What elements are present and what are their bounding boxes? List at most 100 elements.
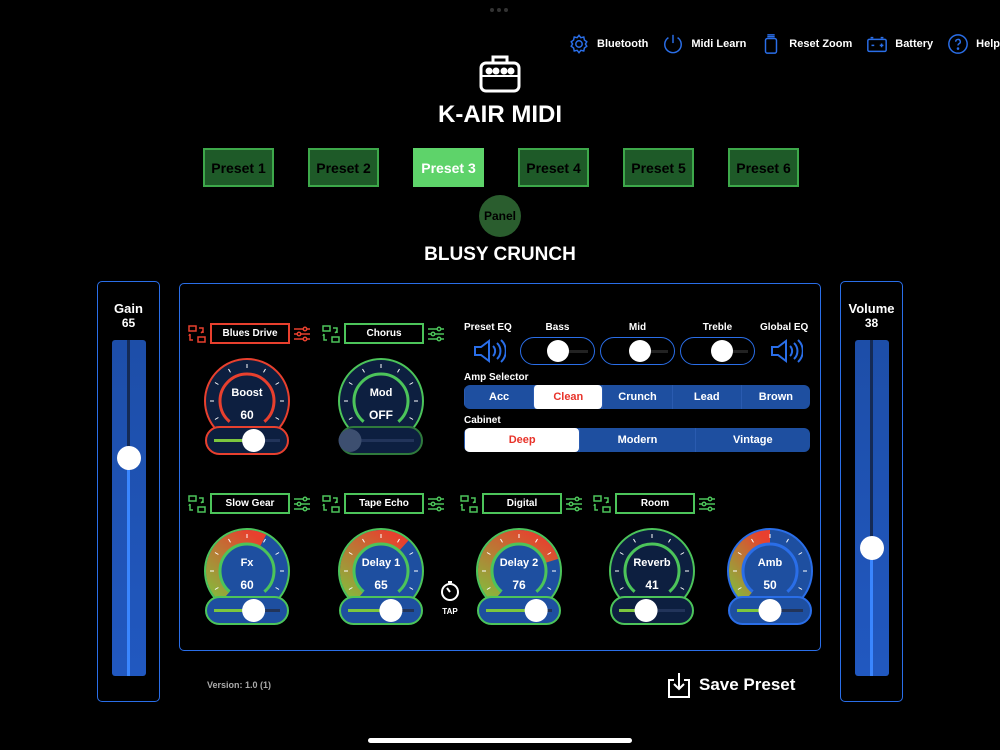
- reset-zoom-button[interactable]: Reset Zoom: [760, 33, 852, 55]
- knob-arc: [490, 542, 548, 593]
- effect-toggle-room[interactable]: Room: [615, 493, 695, 514]
- effect-toggle-chorus[interactable]: Chorus: [344, 323, 424, 344]
- midi-learn-button[interactable]: Midi Learn: [662, 33, 746, 55]
- knob-value: 50: [763, 578, 777, 592]
- swap-order-icon[interactable]: [592, 494, 612, 514]
- swap-order-icon[interactable]: [321, 494, 341, 514]
- knob-label: Amb: [758, 557, 783, 569]
- knob-arc: [218, 542, 276, 593]
- preset-button-1[interactable]: Preset 1: [203, 148, 274, 187]
- knob-tick: [668, 538, 671, 543]
- tap-tempo-button[interactable]: TAP: [440, 580, 460, 616]
- slider-thumb[interactable]: [117, 445, 141, 470]
- preset-button-4[interactable]: Preset 4: [518, 148, 589, 187]
- effect-toggle-blues-drive[interactable]: Blues Drive: [210, 323, 290, 344]
- settings-sliders-icon[interactable]: [565, 495, 583, 512]
- swap-order-icon[interactable]: [459, 494, 479, 514]
- help-button[interactable]: Help: [947, 33, 1000, 55]
- settings-sliders-icon[interactable]: [698, 495, 716, 512]
- knob-tick: [409, 382, 414, 385]
- effect-header-blues-drive: Blues Drive: [187, 323, 311, 344]
- settings-sliders-icon[interactable]: [293, 325, 311, 342]
- toolbar: Bluetooth Midi Learn Reset Zoom Battery …: [568, 33, 1000, 55]
- preset-button-5[interactable]: Preset 5: [623, 148, 694, 187]
- knob-tick: [214, 382, 219, 385]
- amp-selector-option-acc[interactable]: Acc: [464, 385, 533, 409]
- swap-order-icon[interactable]: [187, 324, 207, 344]
- knob-arc: [741, 542, 799, 593]
- knob-tick: [486, 587, 491, 590]
- panel-button[interactable]: Panel: [479, 195, 521, 237]
- eq-bass-slider[interactable]: [520, 337, 595, 365]
- battery-button[interactable]: Battery: [866, 33, 933, 55]
- slider-thumb[interactable]: [547, 340, 569, 362]
- preset-button-6[interactable]: Preset 6: [728, 148, 799, 187]
- settings-sliders-icon[interactable]: [427, 495, 445, 512]
- preset-name: BLUSY CRUNCH: [424, 244, 576, 265]
- knob-amb[interactable]: Amb 50: [725, 525, 815, 625]
- cabinet-option-vintage[interactable]: Vintage: [694, 428, 810, 452]
- effect-toggle-digital[interactable]: Digital: [482, 493, 562, 514]
- cabinet-option-deep[interactable]: Deep: [464, 428, 580, 452]
- effect-header-room: Room: [592, 493, 716, 514]
- slider-thumb[interactable]: [758, 599, 782, 622]
- slider-thumb[interactable]: [242, 429, 266, 452]
- volume-label: Volume: [848, 301, 895, 316]
- eq-mid-slider[interactable]: [600, 337, 675, 365]
- knob-value: 41: [645, 578, 659, 592]
- multitask-indicator[interactable]: [490, 8, 510, 14]
- preset-eq-speaker-icon[interactable]: [472, 337, 506, 365]
- preset-button-2[interactable]: Preset 2: [308, 148, 379, 187]
- knob-tick: [409, 587, 414, 590]
- global-eq-speaker-icon[interactable]: [769, 337, 803, 365]
- slider-track: [870, 340, 873, 549]
- bluetooth-button[interactable]: Bluetooth: [568, 33, 648, 55]
- amp-selector-option-crunch[interactable]: Crunch: [602, 385, 671, 409]
- settings-sliders-icon[interactable]: [427, 325, 445, 342]
- save-preset-button[interactable]: Save Preset: [667, 671, 795, 699]
- slider-thumb[interactable]: [524, 599, 548, 622]
- knob-tick: [680, 587, 685, 590]
- slider-thumb[interactable]: [338, 429, 362, 452]
- gain-slider[interactable]: [112, 340, 146, 676]
- amp-selector-option-clean[interactable]: Clean: [533, 385, 603, 409]
- slider-thumb[interactable]: [860, 536, 884, 561]
- knob-tick: [228, 538, 231, 543]
- eq-treble-slider[interactable]: [680, 337, 755, 365]
- slider-thumb[interactable]: [629, 340, 651, 362]
- settings-sliders-icon[interactable]: [293, 495, 311, 512]
- effect-header-slow-gear: Slow Gear: [187, 493, 311, 514]
- effect-toggle-tape-echo[interactable]: Tape Echo: [344, 493, 424, 514]
- amp-logo-icon: [479, 55, 521, 93]
- preset-button-3[interactable]: Preset 3: [413, 148, 484, 187]
- swap-order-icon[interactable]: [321, 324, 341, 344]
- amp-selector-option-lead[interactable]: Lead: [671, 385, 741, 409]
- slider-thumb[interactable]: [711, 340, 733, 362]
- volume-slider[interactable]: [855, 340, 889, 676]
- slider-thumb[interactable]: [379, 599, 403, 622]
- jar-icon: [765, 34, 778, 54]
- cabinet-option-modern[interactable]: Modern: [579, 428, 694, 452]
- knob-tick: [362, 538, 365, 543]
- knob-arc: [218, 372, 276, 423]
- knob-tick: [275, 552, 280, 555]
- gain-value: 65: [121, 316, 136, 330]
- knob-tick: [397, 368, 400, 373]
- volume-panel: Volume 38: [840, 281, 903, 702]
- knob-arc: [623, 542, 681, 593]
- slider-thumb[interactable]: [242, 599, 266, 622]
- home-indicator[interactable]: [368, 738, 632, 743]
- knob-tick: [619, 552, 624, 555]
- knob-tick: [798, 552, 803, 555]
- effect-toggle-slow-gear[interactable]: Slow Gear: [210, 493, 290, 514]
- knob-tick: [275, 587, 280, 590]
- swap-order-icon[interactable]: [187, 494, 207, 514]
- slider-thumb[interactable]: [634, 599, 658, 622]
- amp-selector-option-brown[interactable]: Brown: [740, 385, 810, 409]
